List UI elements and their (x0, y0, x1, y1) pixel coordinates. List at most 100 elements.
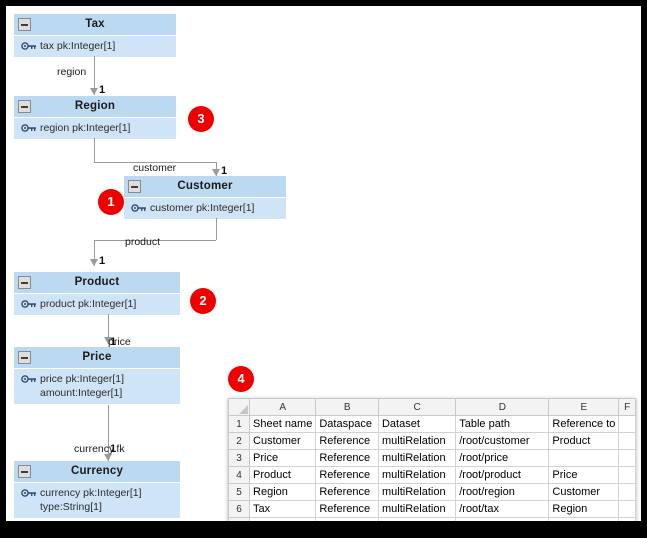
table-row[interactable]: 5 Region Reference multiRelation /root/r… (228, 483, 636, 501)
row-header[interactable]: 2 (228, 432, 251, 450)
select-all-corner[interactable] (228, 398, 251, 416)
cell-f1[interactable] (618, 415, 636, 433)
row-header[interactable]: 5 (228, 483, 251, 501)
table-row[interactable]: 2 Customer Reference multiRelation /root… (228, 432, 636, 450)
cell-e5[interactable]: Customer (548, 483, 620, 501)
collapse-icon[interactable] (128, 180, 141, 193)
connector-arrowhead (104, 337, 112, 344)
cell-a1[interactable]: Sheet name (249, 415, 317, 433)
cell-b5[interactable]: Reference (315, 483, 379, 501)
table-row[interactable]: 6 Tax Reference multiRelation /root/tax … (228, 500, 636, 518)
cell-b1[interactable]: Dataspace (315, 415, 379, 433)
attribute-row: product pk:Integer[1] (18, 297, 176, 311)
edge-label-product: product (125, 236, 161, 248)
cell-b4[interactable]: Reference (315, 466, 379, 484)
cell-d3[interactable]: /root/price (455, 449, 550, 467)
class-header-region: Region (14, 96, 176, 118)
class-box-currency[interactable]: Currency currency pk:Integer[1] type:Str… (14, 461, 180, 518)
column-header-d[interactable]: D (455, 398, 550, 416)
badge-2: 2 (190, 288, 216, 314)
table-row[interactable]: 1 Sheet name Dataspace Dataset Table pat… (228, 415, 636, 433)
cell-a5[interactable]: Region (249, 483, 317, 501)
cell-e6[interactable]: Region (548, 500, 620, 518)
class-box-tax[interactable]: Tax tax pk:Integer[1] (14, 14, 176, 57)
collapse-icon[interactable] (18, 276, 31, 289)
collapse-icon[interactable] (18, 18, 31, 31)
spreadsheet-table[interactable]: A B C D E F 1 Sheet name Dataspace Datas… (228, 398, 636, 521)
class-header-customer: Customer (124, 176, 286, 198)
attribute-row: amount:Integer[1] (18, 386, 176, 400)
edge-multiplicity-currency: 1 (110, 443, 117, 455)
cell-e1[interactable]: Reference to (548, 415, 620, 433)
class-box-product[interactable]: Product product pk:Integer[1] (14, 272, 180, 315)
spreadsheet-panel[interactable]: A B C D E F 1 Sheet name Dataspace Datas… (228, 398, 636, 521)
cell-f6[interactable] (618, 500, 636, 518)
column-header-b[interactable]: B (315, 398, 379, 416)
cell-c5[interactable]: multiRelation (377, 483, 457, 501)
connector-region-customer-seg2 (94, 162, 216, 163)
cell-c6[interactable]: multiRelation (377, 500, 457, 518)
cell-d5[interactable]: /root/region (455, 483, 550, 501)
cell-a7[interactable] (249, 517, 317, 521)
cell-a2[interactable]: Customer (249, 432, 317, 450)
column-header-e[interactable]: E (548, 398, 620, 416)
primary-key-icon (131, 204, 146, 212)
class-header-currency: Currency (14, 461, 180, 483)
cell-f4[interactable] (618, 466, 636, 484)
cell-b7[interactable] (315, 517, 379, 521)
edge-label-customer: customer (133, 162, 177, 174)
column-header-f[interactable]: F (618, 398, 636, 416)
cell-c4[interactable]: multiRelation (377, 466, 457, 484)
cell-d1[interactable]: Table path (455, 415, 550, 433)
row-header[interactable]: 3 (228, 449, 251, 467)
cell-d6[interactable]: /root/tax (455, 500, 550, 518)
class-body-product: product pk:Integer[1] (14, 294, 180, 315)
collapse-icon[interactable] (18, 351, 31, 364)
cell-a4[interactable]: Product (249, 466, 317, 484)
attribute-text: amount:Integer[1] (40, 387, 123, 399)
cell-b6[interactable]: Reference (315, 500, 379, 518)
cell-e3[interactable] (548, 449, 620, 467)
column-header-a[interactable]: A (249, 398, 317, 416)
corner-triangle-icon (239, 405, 249, 414)
collapse-icon[interactable] (18, 465, 31, 478)
cell-e2[interactable]: Product (548, 432, 620, 450)
badge-4: 4 (228, 366, 254, 392)
collapse-icon[interactable] (18, 100, 31, 113)
cell-c7[interactable] (377, 517, 457, 521)
row-header[interactable]: 6 (228, 500, 251, 518)
table-row[interactable]: 3 Price Reference multiRelation /root/pr… (228, 449, 636, 467)
primary-key-icon (21, 124, 36, 132)
cell-a3[interactable]: Price (249, 449, 317, 467)
cell-a6[interactable]: Tax (249, 500, 317, 518)
class-box-region[interactable]: Region region pk:Integer[1] (14, 96, 176, 139)
cell-f7[interactable] (618, 517, 636, 521)
table-row-empty[interactable] (228, 517, 636, 521)
cell-b3[interactable]: Reference (315, 449, 379, 467)
attribute-row: region pk:Integer[1] (18, 121, 172, 135)
cell-f3[interactable] (618, 449, 636, 467)
diagram-canvas: Tax tax pk:Integer[1] region 1 (6, 6, 641, 521)
connector-customer-product-seg1 (216, 218, 217, 240)
row-header[interactable]: 1 (228, 415, 251, 433)
cell-b2[interactable]: Reference (315, 432, 379, 450)
class-box-customer[interactable]: Customer customer pk:Integer[1] (124, 176, 286, 219)
row-header[interactable] (228, 517, 251, 521)
cell-c3[interactable]: multiRelation (377, 449, 457, 467)
attribute-text: customer pk:Integer[1] (150, 202, 255, 214)
cell-f2[interactable] (618, 432, 636, 450)
cell-c2[interactable]: multiRelation (377, 432, 457, 450)
cell-d4[interactable]: /root/product (455, 466, 550, 484)
cell-f5[interactable] (618, 483, 636, 501)
row-header[interactable]: 4 (228, 466, 251, 484)
connector-product-price (108, 314, 109, 344)
cell-e7[interactable] (548, 517, 620, 521)
table-row[interactable]: 4 Product Reference multiRelation /root/… (228, 466, 636, 484)
cell-e4[interactable]: Price (548, 466, 620, 484)
cell-c1[interactable]: Dataset (377, 415, 457, 433)
connector-arrowhead (104, 454, 112, 461)
class-box-price[interactable]: Price price pk:Integer[1] amount:Integer… (14, 347, 180, 404)
column-header-c[interactable]: C (377, 398, 457, 416)
cell-d2[interactable]: /root/customer (455, 432, 550, 450)
cell-d7[interactable] (455, 517, 550, 521)
